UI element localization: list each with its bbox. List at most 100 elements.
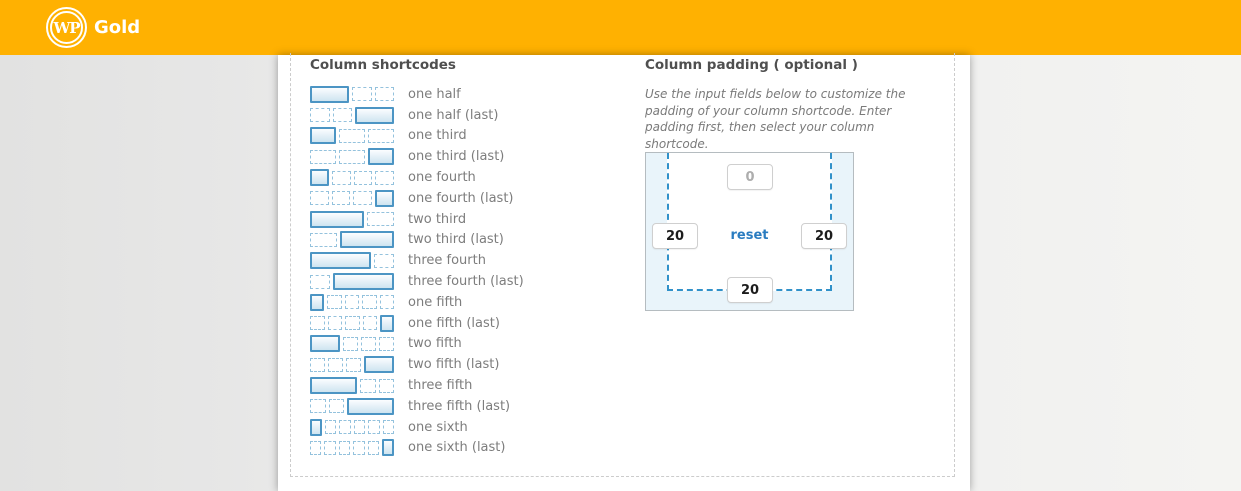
column-solid-segment [333,273,394,291]
shortcode-item-two-third[interactable]: two third [310,209,524,230]
column-solid-segment [364,356,394,374]
column-placeholder-segment [379,336,394,351]
column-diagram-icon [310,356,394,374]
column-diagram-icon [310,439,394,457]
padding-title: Column padding ( optional ) [645,57,858,73]
shortcode-item-two-fifth[interactable]: two fifth [310,334,524,355]
column-placeholder-segment [367,440,379,455]
shortcode-item-one-sixth-last[interactable]: one sixth (last) [310,438,524,459]
column-solid-segment [310,127,336,145]
column-placeholder-segment [310,357,325,372]
column-placeholder-segment [353,191,372,206]
column-placeholder-segment [310,316,325,331]
shortcode-item-two-fifth-last[interactable]: two fifth (last) [310,354,524,375]
shortcode-label: one fourth [408,170,476,186]
column-placeholder-segment [368,128,394,143]
shortcodes-title: Column shortcodes [310,57,456,73]
column-placeholder-segment [352,87,372,102]
column-solid-segment [310,293,324,311]
column-placeholder-segment [362,295,377,310]
column-solid-segment [310,252,371,270]
shortcode-item-three-fourth[interactable]: three fourth [310,250,524,271]
shortcode-item-one-third[interactable]: one third [310,126,524,147]
wp-logo-icon: WP [46,7,87,48]
shortcode-label: one sixth [408,419,468,435]
wp-logo-monogram: WP [50,11,83,44]
shortcode-label: two fifth [408,336,462,352]
shortcode-item-one-fourth-last[interactable]: one fourth (last) [310,188,524,209]
shortcode-label: two third [408,211,467,227]
shortcode-item-one-fifth-last[interactable]: one fifth (last) [310,313,524,334]
shortcode-item-one-sixth[interactable]: one sixth [310,417,524,438]
column-solid-segment [374,189,394,207]
column-diagram-icon [310,169,394,187]
shortcode-item-two-third-last[interactable]: two third (last) [310,230,524,251]
column-solid-segment [310,210,364,228]
column-diagram-icon [310,148,394,166]
padding-right-input[interactable] [801,223,847,249]
column-diagram-icon [310,273,394,291]
column-placeholder-segment [310,149,336,164]
column-placeholder-segment [325,420,337,435]
column-diagram-icon [310,397,394,415]
shortcode-item-one-half[interactable]: one half [310,84,524,105]
column-solid-segment [347,397,394,415]
shortcode-item-one-third-last[interactable]: one third (last) [310,146,524,167]
column-diagram-icon [310,335,394,353]
shortcode-item-one-half-last[interactable]: one half (last) [310,105,524,126]
shortcode-label: one fifth [408,294,463,310]
column-placeholder-segment [346,357,361,372]
column-placeholder-segment [353,440,365,455]
column-placeholder-segment [339,420,351,435]
shortcode-item-three-fifth[interactable]: three fifth [310,375,524,396]
column-solid-segment [310,377,357,395]
column-placeholder-segment [328,357,343,372]
column-placeholder-segment [374,253,394,268]
column-diagram-icon [310,85,394,103]
padding-panel: Column padding ( optional ) Use the inpu… [645,57,957,311]
column-placeholder-segment [339,128,365,143]
column-placeholder-segment [310,232,337,247]
shortcode-label: three fourth (last) [408,274,524,290]
column-placeholder-segment [327,295,342,310]
column-placeholder-segment [353,170,373,185]
column-placeholder-segment [378,378,394,393]
shortcode-item-one-fifth[interactable]: one fifth [310,292,524,313]
padding-description: Use the input fields below to customize … [645,87,906,151]
shortcode-item-three-fourth-last[interactable]: three fourth (last) [310,271,524,292]
padding-bottom-input[interactable] [727,277,773,303]
column-diagram-icon [310,377,394,395]
column-placeholder-segment [332,108,352,123]
column-placeholder-segment [367,212,394,227]
shortcode-label: one half (last) [408,107,499,123]
shortcode-label: one fourth (last) [408,190,514,206]
padding-left-input[interactable] [652,223,698,249]
column-diagram-icon [310,293,394,311]
column-solid-segment [310,169,329,187]
column-placeholder-segment [368,420,380,435]
column-placeholder-segment [328,399,344,414]
shortcode-label: one fifth (last) [408,315,500,331]
shortcode-label: three fifth [408,378,473,394]
dashed-content-border [290,53,955,477]
shortcodes-panel: Column shortcodes one half one half (las… [310,57,610,457]
column-placeholder-segment [353,420,366,435]
padding-top-input[interactable] [727,164,773,190]
column-placeholder-segment [374,87,394,102]
column-placeholder-segment [339,149,365,164]
column-solid-segment [355,106,394,124]
shortcode-label: one third [408,128,467,144]
column-placeholder-segment [324,440,336,455]
column-placeholder-segment [310,274,330,289]
shortcode-label: two third (last) [408,232,504,248]
brand-name: Gold [94,17,141,38]
shortcode-item-three-fifth-last[interactable]: three fifth (last) [310,396,524,417]
column-placeholder-segment [332,170,351,185]
shortcode-list: one half one half (last) one third one t… [310,84,524,458]
shortcode-label: three fourth [408,253,486,269]
column-placeholder-segment [310,191,329,206]
shortcode-item-one-fourth[interactable]: one fourth [310,167,524,188]
column-solid-segment [310,335,340,353]
reset-button[interactable]: reset [730,228,769,243]
